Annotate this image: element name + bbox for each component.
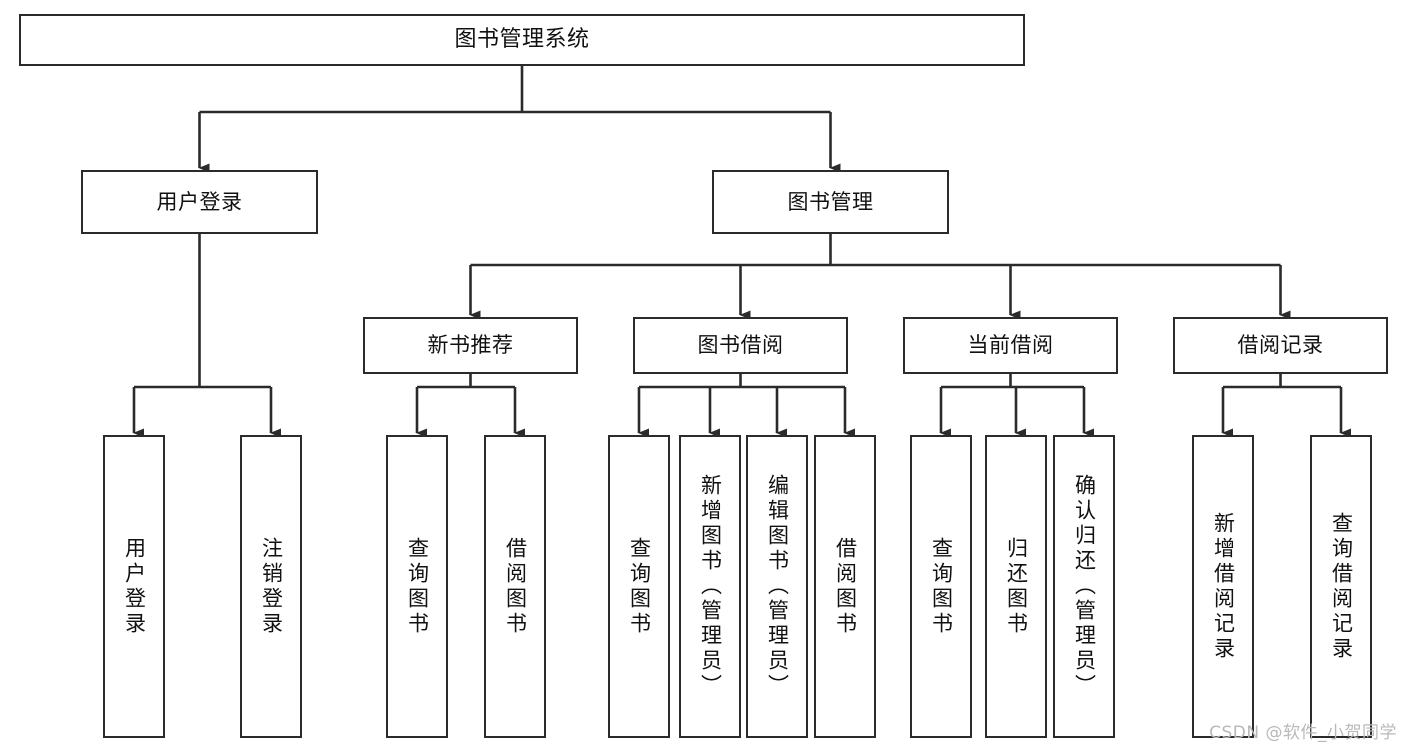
node-leaf-confirm-return[interactable]: 确认归还（管理员）	[1053, 435, 1115, 738]
node-current-borrow[interactable]: 当前借阅	[903, 317, 1118, 374]
node-leaf-query-book-1-label: 查询图书	[405, 536, 430, 637]
node-book-borrow-label: 图书借阅	[697, 333, 784, 358]
node-leaf-add-book-label: 新增图书（管理员）	[698, 474, 723, 699]
node-leaf-query-book-2-label: 查询图书	[627, 536, 652, 637]
node-leaf-query-book-1[interactable]: 查询图书	[386, 435, 448, 738]
node-leaf-borrow-book-2[interactable]: 借阅图书	[814, 435, 876, 738]
node-leaf-borrow-book-2-label: 借阅图书	[833, 536, 858, 637]
node-leaf-add-book[interactable]: 新增图书（管理员）	[679, 435, 741, 738]
node-leaf-add-borrow-record[interactable]: 新增借阅记录	[1192, 435, 1254, 738]
node-leaf-borrow-book-1-label: 借阅图书	[503, 536, 528, 637]
node-leaf-query-book-3[interactable]: 查询图书	[910, 435, 972, 738]
node-leaf-logout-login[interactable]: 注销登录	[240, 435, 302, 738]
node-user-login-label: 用户登录	[156, 189, 243, 214]
node-user-login[interactable]: 用户登录	[81, 170, 318, 234]
node-new-book-recommend-label: 新书推荐	[427, 333, 514, 358]
node-leaf-borrow-book-1[interactable]: 借阅图书	[484, 435, 546, 738]
node-leaf-query-borrow-record[interactable]: 查询借阅记录	[1310, 435, 1372, 738]
node-book-borrow[interactable]: 图书借阅	[633, 317, 848, 374]
node-leaf-query-borrow-record-label: 查询借阅记录	[1329, 511, 1354, 662]
node-borrow-record-label: 借阅记录	[1237, 333, 1324, 358]
node-leaf-edit-book[interactable]: 编辑图书（管理员）	[746, 435, 808, 738]
node-root[interactable]: 图书管理系统	[19, 14, 1025, 66]
watermark-label: CSDN @软件_小贺同学	[1209, 723, 1397, 743]
node-leaf-user-login-label: 用户登录	[122, 536, 147, 637]
node-new-book-recommend[interactable]: 新书推荐	[363, 317, 578, 374]
node-leaf-query-book-3-label: 查询图书	[929, 536, 954, 637]
node-current-borrow-label: 当前借阅	[967, 333, 1054, 358]
node-borrow-record[interactable]: 借阅记录	[1173, 317, 1388, 374]
node-leaf-logout-login-label: 注销登录	[259, 536, 284, 637]
node-leaf-confirm-return-label: 确认归还（管理员）	[1072, 474, 1097, 699]
node-leaf-query-book-2[interactable]: 查询图书	[608, 435, 670, 738]
node-root-label: 图书管理系统	[454, 27, 590, 53]
node-leaf-return-book[interactable]: 归还图书	[985, 435, 1047, 738]
node-leaf-add-borrow-record-label: 新增借阅记录	[1211, 511, 1236, 662]
node-book-management-label: 图书管理	[787, 189, 874, 214]
node-leaf-user-login[interactable]: 用户登录	[103, 435, 165, 738]
node-leaf-edit-book-label: 编辑图书（管理员）	[765, 474, 790, 699]
node-leaf-return-book-label: 归还图书	[1004, 536, 1029, 637]
node-book-management[interactable]: 图书管理	[712, 170, 949, 234]
